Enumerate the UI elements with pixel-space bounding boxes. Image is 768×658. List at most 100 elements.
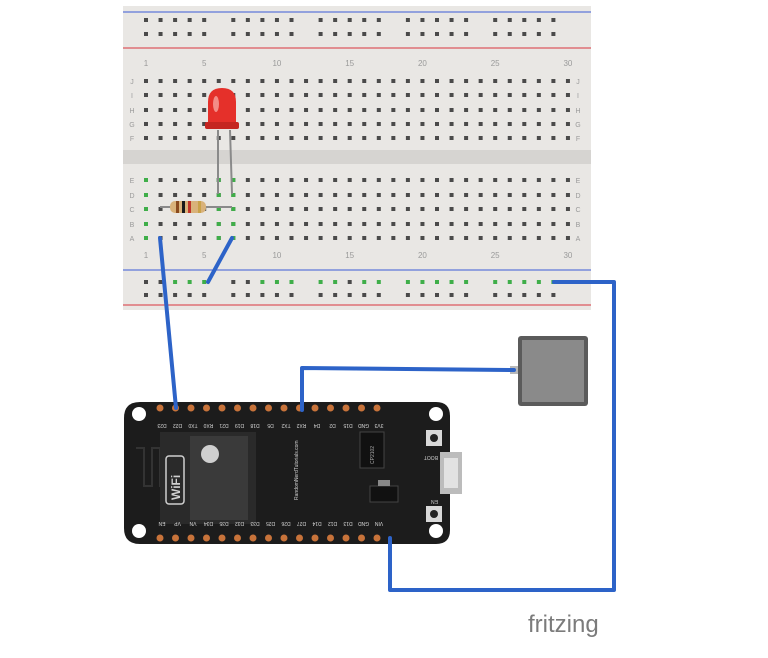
grid-hole	[449, 222, 454, 226]
rail-hole	[144, 18, 148, 22]
rail-hole	[464, 293, 469, 297]
grid-hole	[289, 207, 294, 211]
grid-hole	[274, 236, 279, 240]
grid-hole	[144, 122, 148, 126]
grid-hole	[304, 136, 309, 140]
grid-hole	[260, 236, 265, 240]
grid-hole	[493, 136, 498, 140]
wifi-logo-box	[165, 455, 185, 505]
pin-label: 3V3	[374, 422, 383, 428]
pin-label: D5	[267, 422, 274, 428]
fritzing-logo: fritzing	[528, 611, 599, 638]
grid-hole	[274, 207, 279, 211]
grid-hole	[362, 236, 367, 240]
header-pin	[358, 534, 365, 542]
header-pin	[280, 534, 288, 542]
rail-hole	[551, 18, 556, 22]
connected-hole	[144, 178, 148, 182]
rail-hole	[464, 18, 469, 22]
grid-hole	[362, 79, 367, 83]
rail-hole	[158, 18, 163, 22]
rail-hole	[507, 32, 512, 36]
regulator-chip	[369, 485, 399, 503]
grid-hole	[173, 222, 178, 226]
grid-hole	[158, 93, 163, 97]
grid-hole	[478, 207, 483, 211]
grid-hole	[507, 93, 512, 97]
rail-hole	[318, 293, 323, 297]
grid-hole	[565, 178, 570, 182]
rail-hole	[507, 18, 512, 22]
grid-hole	[260, 79, 265, 83]
rail-hole	[202, 280, 207, 284]
column-number-label: 10	[272, 251, 281, 260]
rail-hole	[347, 18, 352, 22]
grid-hole	[420, 79, 425, 83]
grid-hole	[391, 93, 396, 97]
grid-hole	[449, 236, 454, 240]
rail-hole	[245, 18, 250, 22]
grid-hole	[391, 236, 396, 240]
rail-hole	[245, 280, 250, 284]
grid-hole	[260, 122, 265, 126]
grid-hole	[507, 178, 512, 182]
row-label: F	[576, 136, 580, 143]
row-label: E	[130, 178, 135, 185]
rail-hole	[536, 18, 541, 22]
header-pin	[234, 404, 241, 412]
grid-hole	[435, 93, 439, 97]
grid-hole	[187, 193, 192, 197]
grid-hole	[405, 136, 410, 140]
grid-hole	[522, 93, 527, 97]
grid-hole	[565, 207, 570, 211]
breadboard-channel	[123, 150, 591, 164]
grid-hole	[420, 222, 425, 226]
grid-hole	[144, 79, 148, 83]
rail-hole	[507, 280, 512, 284]
grid-hole	[304, 193, 309, 197]
grid-hole	[522, 108, 527, 112]
grid-hole	[449, 193, 454, 197]
pin-label: D26	[281, 520, 290, 526]
row-label: I	[577, 93, 579, 100]
mount-hole-tr	[429, 407, 443, 421]
grid-hole	[318, 236, 323, 240]
grid-hole	[405, 108, 410, 112]
header-pin	[156, 404, 164, 412]
grid-hole	[536, 79, 541, 83]
grid-hole	[435, 207, 439, 211]
grid-hole	[435, 222, 439, 226]
en-label: EN	[431, 498, 438, 504]
grid-hole	[420, 236, 425, 240]
grid-hole	[536, 207, 541, 211]
pin-label: RX0	[203, 422, 213, 428]
header-pin	[203, 404, 210, 412]
en-button-cap[interactable]	[430, 510, 438, 518]
header-pin	[172, 534, 179, 542]
grid-hole	[347, 136, 352, 140]
grid-hole	[391, 207, 396, 211]
grid-hole	[362, 178, 367, 182]
column-number-label: 5	[202, 251, 207, 260]
rail-hole	[231, 18, 236, 22]
grid-hole	[391, 222, 396, 226]
grid-hole	[478, 108, 483, 112]
wifi-logo-text: WiFi	[169, 475, 183, 500]
grid-hole	[405, 193, 410, 197]
column-number-label: 15	[345, 59, 354, 68]
grid-hole	[449, 178, 454, 182]
grid-hole	[289, 236, 294, 240]
grid-hole	[347, 193, 352, 197]
rail-hole	[405, 293, 410, 297]
grid-hole	[304, 222, 309, 226]
rail-hole	[158, 293, 163, 297]
grid-hole	[449, 136, 454, 140]
pin-label: D18	[250, 422, 259, 428]
boot-button-cap[interactable]	[430, 434, 438, 442]
rail-hole	[333, 280, 338, 284]
regulator-tab	[378, 480, 390, 486]
rail-hole	[362, 280, 367, 284]
column-number-label: 5	[202, 59, 207, 68]
pin-label: EN	[158, 520, 165, 526]
rail-hole	[187, 280, 192, 284]
